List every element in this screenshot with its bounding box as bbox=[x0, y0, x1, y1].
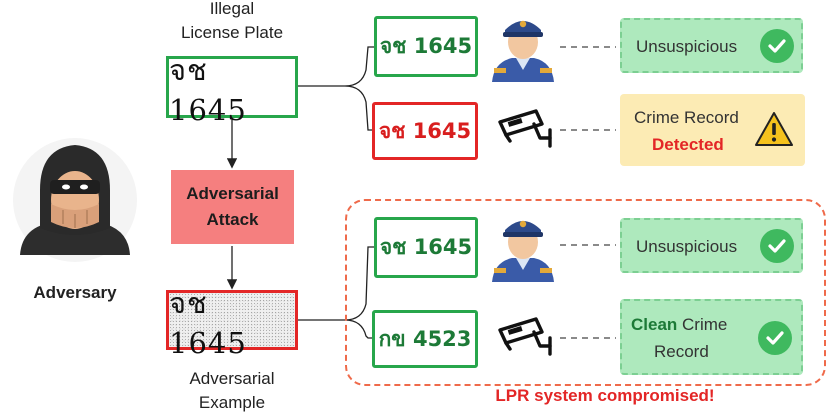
branch-top bbox=[298, 46, 374, 131]
adversarial-example-caption: Adversarial Example bbox=[160, 367, 304, 415]
police-officer-icon bbox=[492, 20, 554, 82]
read-plate-bottom-camera: กข 4523 bbox=[372, 310, 478, 368]
illegal-plate-caption: Illegal License Plate bbox=[162, 0, 302, 45]
adversarial-example-caption-line2: Example bbox=[198, 393, 266, 412]
illegal-plate-caption-line1: Illegal bbox=[209, 0, 255, 18]
adversary-label: Adversary bbox=[33, 283, 117, 302]
attack-label-line1: Adversarial bbox=[186, 184, 279, 203]
compromised-label: LPR system compromised! bbox=[495, 386, 715, 405]
adversary-figure bbox=[0, 130, 150, 270]
result-bottom-camera-line1: Clean Crime bbox=[631, 315, 727, 335]
result-top-officer: Unsuspicious bbox=[620, 18, 803, 73]
masked-thief-icon bbox=[13, 138, 137, 262]
cctv-camera-icon bbox=[498, 317, 552, 356]
police-officer-icon bbox=[492, 220, 554, 282]
result-top-camera: Crime Record Detected bbox=[620, 94, 805, 166]
result-bottom-camera-clean: Clean bbox=[631, 315, 678, 334]
warning-triangle-icon bbox=[755, 112, 793, 146]
illegal-plate-caption-line2: License Plate bbox=[180, 23, 284, 42]
check-circle-icon bbox=[760, 229, 794, 263]
check-circle-icon bbox=[758, 321, 792, 355]
result-top-camera-line1: Crime Record bbox=[634, 108, 739, 127]
result-bottom-camera-crime: Crime bbox=[677, 315, 728, 334]
result-bottom-camera: Clean Crime Record bbox=[620, 299, 803, 375]
result-top-officer-text: Unsuspicious bbox=[636, 37, 738, 56]
read-plate-bottom-officer: จช 1645 bbox=[374, 217, 478, 278]
check-circle-icon bbox=[760, 29, 794, 63]
compromised-region bbox=[345, 199, 826, 386]
adversarial-license-plate: จช 1645 bbox=[166, 286, 298, 360]
illegal-license-plate: จช 1645 bbox=[166, 53, 298, 127]
read-plate-top-officer: จช 1645 bbox=[374, 16, 478, 77]
read-plate-top-camera: จช 1645 bbox=[372, 102, 478, 160]
adversarial-attack-box: Adversarial Attack bbox=[171, 170, 294, 244]
result-bottom-officer: Unsuspicious bbox=[620, 218, 803, 273]
result-top-camera-line2: Detected bbox=[652, 135, 724, 154]
cctv-camera-icon bbox=[498, 109, 552, 148]
result-bottom-camera-line2: Record bbox=[654, 342, 709, 361]
adversarial-example-caption-line1: Adversarial bbox=[189, 369, 275, 388]
result-bottom-officer-text: Unsuspicious bbox=[636, 237, 738, 256]
attack-label-line2: Attack bbox=[206, 210, 259, 229]
